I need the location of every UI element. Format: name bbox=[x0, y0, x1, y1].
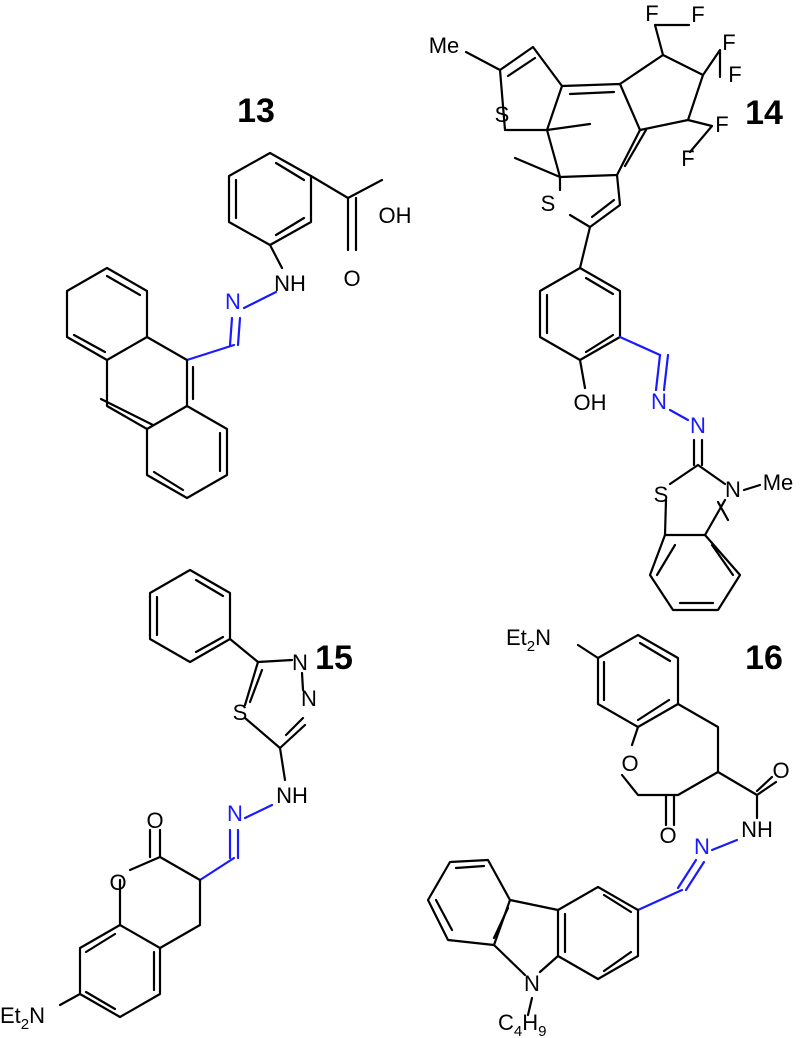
c16-hydrazone-nn bbox=[710, 838, 739, 852]
c14-n3-label: N bbox=[725, 477, 741, 502]
c15-phenyl-to-thiadiazole bbox=[228, 637, 260, 664]
c13-hydrazone-ch bbox=[185, 343, 236, 362]
compound-15-number: 15 bbox=[315, 639, 353, 677]
c14-hydrazone-nn bbox=[668, 408, 690, 422]
c16-net2-label: Et2N bbox=[506, 625, 551, 655]
c16-nh-label: NH bbox=[741, 817, 773, 842]
c15-nh-label: NH bbox=[276, 783, 308, 808]
c14-f1-label: F bbox=[645, 1, 658, 26]
c14-oh-label: OH bbox=[574, 390, 607, 415]
c14-thiazole-ring bbox=[663, 463, 730, 537]
c14-benzo-ring bbox=[648, 533, 742, 612]
c16-o2-label: O bbox=[659, 823, 676, 848]
c13-benzene-ring bbox=[227, 151, 313, 247]
c16-amide-bonds bbox=[716, 770, 778, 820]
compound-16: 16 Et2N O O O NH N N C4H9 bbox=[426, 625, 790, 1038]
c15-o1-label: O bbox=[146, 808, 163, 833]
c16-pyranone-ring bbox=[620, 702, 720, 797]
c14-hydrazone-cn bbox=[654, 353, 670, 392]
compound-16-number: 16 bbox=[745, 639, 783, 677]
c14-f4-label: F bbox=[728, 62, 741, 87]
c13-hydrazone-nn bbox=[242, 290, 278, 310]
c14-f6-label: F bbox=[681, 146, 694, 171]
c15-hydrazone-cn bbox=[228, 828, 240, 860]
c14-n-c-double bbox=[692, 438, 704, 467]
c15-s-label: S bbox=[233, 700, 248, 725]
c15-n2-label: N bbox=[301, 686, 317, 711]
c14-f3-label: F bbox=[722, 30, 735, 55]
c15-benzo-ring bbox=[78, 923, 162, 1019]
c15-net2-label: Et2N bbox=[0, 1003, 45, 1033]
compound-13: 13 OH O NH N bbox=[65, 92, 412, 500]
c14-s3-label: S bbox=[654, 482, 669, 507]
compound-15: 15 N N S NH N O O Et2N bbox=[0, 568, 353, 1033]
c15-phenyl-ring bbox=[148, 568, 232, 664]
compound-14-number: 14 bbox=[745, 94, 783, 132]
c13-anthracene-middle-ring bbox=[99, 335, 195, 431]
c15-o2-label: O bbox=[109, 870, 126, 895]
c16-carbazole-left-ring bbox=[426, 858, 512, 947]
c16-hydrazone-ch bbox=[636, 888, 684, 912]
c13-anthracene-top-ring bbox=[65, 266, 149, 362]
c14-lower-thiophene bbox=[558, 173, 622, 229]
c14-phenol-ring bbox=[538, 266, 622, 362]
c16-net2-bond bbox=[576, 643, 600, 660]
c14-central-ring bbox=[545, 82, 648, 179]
c14-hydrazone-ch bbox=[618, 335, 662, 357]
c15-n1-label: N bbox=[292, 650, 308, 675]
c14-methyl-bonds bbox=[513, 122, 592, 179]
c14-me1-label: Me bbox=[429, 33, 460, 58]
c13-nh-label: NH bbox=[274, 271, 306, 296]
c14-n2-label: N bbox=[690, 413, 706, 438]
c13-n-label: N bbox=[225, 289, 241, 314]
compound-13-number: 13 bbox=[237, 92, 275, 130]
c14-f2-label: F bbox=[691, 2, 704, 27]
c13-ring-to-nh bbox=[268, 243, 284, 270]
c14-upper-thiophene bbox=[464, 45, 564, 132]
c14-cf-bonds bbox=[653, 23, 722, 154]
c16-carbazole-right-ring bbox=[556, 885, 640, 981]
c15-pyranone-ring bbox=[118, 828, 202, 950]
c16-carbazole-pyrrole bbox=[492, 898, 560, 977]
c15-n-label: N bbox=[227, 801, 243, 826]
c14-ring-to-oh bbox=[578, 358, 587, 390]
c15-hydrazone-ch bbox=[198, 856, 236, 882]
c14-n-methyl-bond bbox=[742, 483, 762, 492]
c13-hydrazone-cn bbox=[228, 316, 242, 347]
c14-me2-label: Me bbox=[763, 470, 794, 495]
c15-ring-to-nh bbox=[278, 746, 287, 782]
c14-f5-label: F bbox=[715, 112, 728, 137]
c13-carboxyl-bonds bbox=[309, 174, 384, 252]
c14-s2-label: S bbox=[541, 191, 556, 216]
c13-o-label: O bbox=[343, 266, 360, 291]
c16-o3-label: O bbox=[772, 758, 789, 783]
c16-n-butyl-bond bbox=[526, 996, 534, 1017]
c16-c4h9-label: C4H9 bbox=[498, 1010, 546, 1038]
c15-hydrazone-nn bbox=[243, 803, 274, 820]
c16-hydrazone-cn bbox=[676, 858, 706, 892]
c13-oh-label: OH bbox=[379, 203, 412, 228]
c16-n-label: N bbox=[694, 834, 710, 859]
c14-s1-label: S bbox=[495, 102, 510, 127]
c14-perfluorocyclopentane bbox=[618, 53, 705, 132]
c15-ring-to-net2 bbox=[58, 992, 82, 1007]
compound-14: 14 Me S F F F F F F S OH N N S N bbox=[429, 1, 794, 612]
c16-lactone-co bbox=[664, 793, 676, 827]
c14-n1-label: N bbox=[651, 389, 667, 414]
c14-thiophene-to-phenyl bbox=[578, 225, 592, 270]
c13-anthracene-bottom-ring bbox=[145, 404, 229, 500]
c16-o1-label: O bbox=[621, 751, 638, 776]
c16-carbazole-n-label: N bbox=[524, 971, 540, 996]
c16-benzo-ring bbox=[596, 633, 680, 729]
